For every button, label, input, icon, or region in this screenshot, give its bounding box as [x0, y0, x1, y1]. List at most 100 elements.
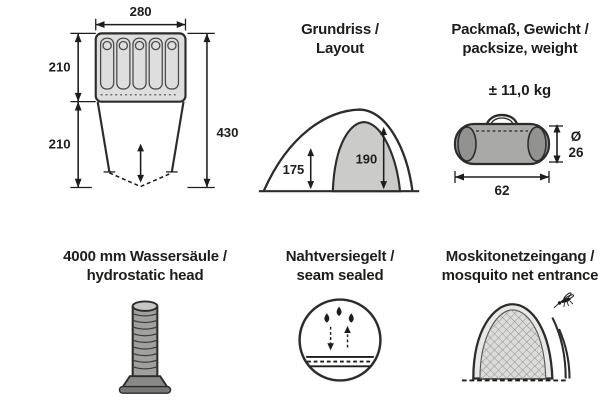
mosquito-net-icon — [461, 292, 575, 382]
weight-value: ± 11,0 kg — [488, 82, 552, 100]
arrowhead — [176, 21, 186, 29]
mosquito-wing — [564, 294, 575, 301]
layout-title: Grundriss / Layout — [301, 20, 379, 58]
arrowhead — [380, 127, 388, 136]
sleeping-pad — [148, 37, 163, 90]
mosquito-legs — [563, 301, 574, 308]
mosquito-title: Moskitonetzeingang / mosquito net entran… — [442, 247, 599, 285]
seam-title: Nahtversiegelt / seam sealed — [286, 247, 395, 285]
mosquito-section: Moskitonetzeingang / mosquito net entran… — [430, 233, 610, 407]
front-height-value: 175 — [283, 162, 305, 177]
column-base-flare — [120, 375, 170, 389]
icon-circle — [298, 298, 382, 383]
sleeper-head — [102, 40, 112, 51]
tent-floorplan-diagram: 280 — [49, 4, 238, 189]
width-value: 280 — [130, 4, 152, 19]
title-line: seam sealed — [296, 267, 384, 285]
peak-height-dimension: 190 — [356, 127, 388, 190]
bag-handle — [485, 114, 519, 125]
mosquito-proboscis — [553, 303, 559, 309]
bag-body — [453, 123, 551, 166]
length-value: 62 — [494, 183, 509, 197]
arrowhead — [137, 174, 145, 183]
ripple — [132, 346, 158, 350]
title-line: Grundriss / — [301, 21, 379, 38]
arrowhead — [553, 155, 561, 165]
drop — [348, 313, 354, 323]
echo-arc — [551, 317, 567, 379]
arrowhead — [137, 143, 145, 152]
ripple — [132, 340, 158, 344]
mosquito-head — [557, 301, 562, 306]
vestibule-left-wall — [96, 101, 111, 173]
arrowhead — [95, 21, 105, 29]
arrowhead — [307, 148, 315, 157]
rain-drops — [324, 307, 354, 323]
mosquito-icon — [553, 292, 575, 309]
arrowhead — [203, 178, 211, 188]
layout-section: Grundriss / Layout 175 190 — [250, 0, 430, 233]
ripple — [132, 333, 158, 337]
vestibule — [96, 101, 185, 188]
porch-length-value: 210 — [49, 137, 71, 152]
arrowhead — [203, 33, 211, 43]
arrowhead — [307, 181, 315, 190]
ripple — [132, 313, 158, 317]
ripple — [132, 366, 158, 370]
mosquito-wing — [563, 292, 572, 301]
tent-side-view-icon: 175 190 — [258, 108, 420, 193]
column-base-foot — [118, 386, 172, 395]
duffel-bag — [453, 114, 551, 166]
sleeper-head — [134, 40, 145, 51]
vestibule-right-wall — [170, 101, 185, 173]
title-line: 4000 mm Wassersäule / — [63, 248, 227, 265]
arrowhead — [553, 124, 561, 133]
title-line: hydrostatic head — [86, 267, 204, 285]
sleeping-pad — [132, 37, 147, 90]
inner-length-value: 210 — [49, 59, 71, 74]
arrowhead — [344, 326, 351, 334]
bag-end-cap — [527, 126, 547, 163]
sleeping-pads — [99, 37, 180, 96]
sleeping-pad — [99, 37, 115, 90]
seam-sealed-icon — [298, 298, 382, 383]
packsize-section: Packmaß, Gewicht / packsize, weight ± 11… — [430, 0, 610, 233]
floorplan-section: 280 — [40, 0, 250, 233]
title-line: Layout — [316, 40, 364, 58]
hydrostatic-title: 4000 mm Wassersäule / hydrostatic head — [63, 247, 227, 285]
bounce-arrows — [327, 326, 351, 351]
front-height-dimension: 175 — [283, 148, 315, 190]
total-length-dimension: 430 — [187, 32, 238, 189]
arrowhead — [455, 173, 464, 181]
length-dimension: 62 — [454, 171, 550, 197]
hydrostatic-section: 4000 mm Wassersäule / hydrostatic head — [40, 233, 250, 407]
total-length-value: 430 — [216, 125, 238, 140]
sleeping-pad — [116, 37, 131, 90]
bag-end-cap — [457, 126, 477, 163]
arrowhead — [74, 101, 82, 111]
ripple — [132, 359, 158, 364]
bag-handle-inner — [490, 117, 514, 125]
sleeping-pad — [164, 37, 180, 90]
packsize-title: Packmaß, Gewicht / packsize, weight — [451, 20, 588, 58]
drop — [336, 307, 342, 317]
sleeper-head — [167, 40, 177, 51]
arrowhead — [327, 343, 334, 351]
porch-length-dimension: 210 — [49, 101, 92, 189]
peak-height-value: 190 — [356, 152, 378, 167]
duffel-bag-icon: Ø 26 62 — [453, 114, 584, 197]
arrowhead — [74, 178, 82, 188]
arrowhead — [380, 181, 388, 190]
diameter-sign: Ø — [571, 129, 582, 144]
title-line: Packmaß, Gewicht / — [451, 21, 589, 38]
sealed-seam — [306, 356, 374, 368]
sleeper-head — [151, 40, 161, 51]
ripple — [132, 326, 158, 331]
title-line: packsize, weight — [462, 40, 578, 58]
water-column-icon — [118, 300, 172, 395]
arrowhead — [74, 33, 82, 43]
net-echo-arcs — [551, 317, 571, 379]
tent-outer-profile — [262, 108, 414, 192]
arrowhead — [540, 173, 549, 181]
